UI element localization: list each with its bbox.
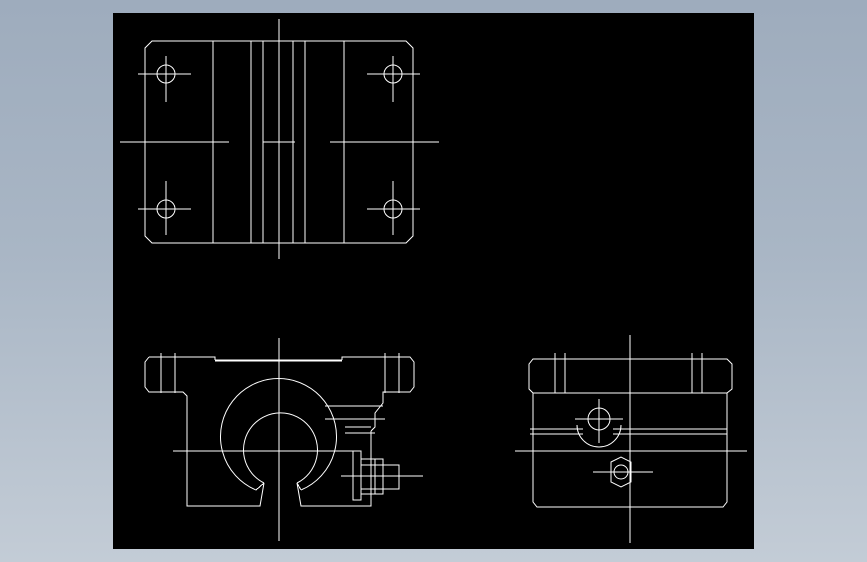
bearing-slot-edge bbox=[255, 482, 265, 491]
top-view-outline bbox=[144, 40, 414, 244]
bearing-bore-inner bbox=[243, 412, 318, 484]
mounting-hole-top-right bbox=[367, 56, 420, 102]
side-view-cross-hole bbox=[575, 399, 623, 448]
set-screw-head bbox=[382, 464, 400, 490]
mounting-hole-bottom-left bbox=[138, 181, 191, 235]
mounting-hole-bottom-right bbox=[367, 181, 420, 235]
mounting-hole-top-left bbox=[138, 56, 191, 102]
side-view bbox=[515, 335, 747, 543]
cad-drawing-canvas[interactable] bbox=[113, 13, 754, 549]
side-view-hex-nut bbox=[593, 456, 653, 488]
bearing-slot-edge bbox=[296, 482, 302, 491]
side-view-outline bbox=[528, 358, 733, 508]
canvas-background bbox=[113, 13, 754, 549]
front-view bbox=[144, 338, 423, 541]
top-view bbox=[120, 19, 439, 259]
